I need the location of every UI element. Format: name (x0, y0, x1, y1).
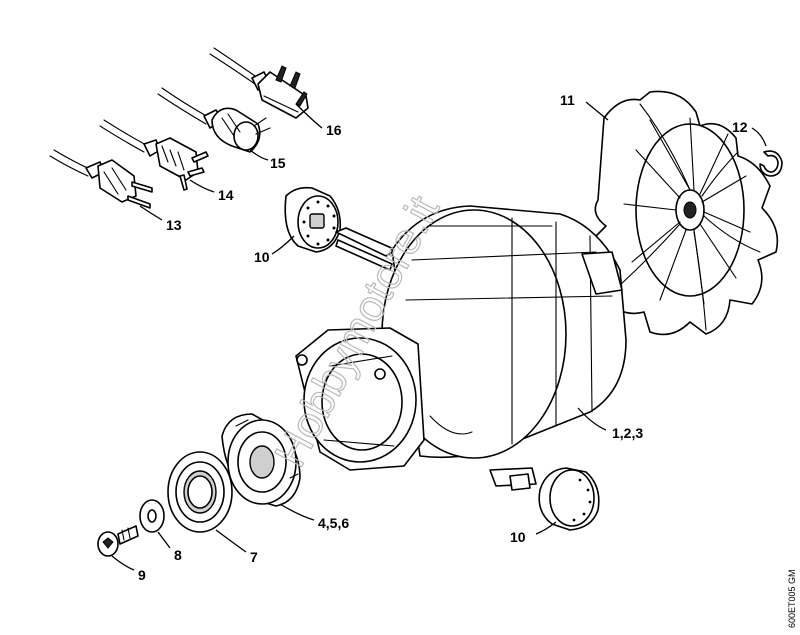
cooling-fan-11 (591, 90, 779, 336)
callout-11: 11 (560, 92, 575, 108)
callout-10-upper: 10 (254, 249, 270, 265)
callout-7: 7 (250, 549, 258, 565)
circlip-12 (759, 150, 783, 177)
bearing-7 (167, 451, 233, 533)
callout-12: 12 (732, 119, 748, 135)
callout-16: 16 (326, 122, 342, 138)
callout-4-5-6: 4,5,6 (318, 515, 349, 531)
callout-15: 15 (270, 155, 286, 171)
plug-16 (209, 47, 309, 119)
leader-lines (111, 101, 767, 571)
plug-14 (99, 119, 209, 191)
screw-9 (97, 525, 139, 557)
callout-1-2-3: 1,2,3 (612, 425, 643, 441)
end-cap-10-upper (284, 186, 342, 253)
callout-labels: 16 15 14 13 11 12 10 1,2,3 4,5,6 10 7 8 … (138, 92, 748, 583)
end-cap-10-lower (538, 467, 600, 531)
plug-13 (49, 149, 153, 209)
motor-assembly-1-2-3 (295, 205, 627, 491)
bearing-housing-4-5-6 (221, 413, 301, 507)
plug-15 (157, 87, 271, 153)
drawing-code: 600ET005 GM (787, 569, 797, 628)
callout-14: 14 (218, 187, 234, 203)
callout-10-lower: 10 (510, 529, 526, 545)
washer-8 (139, 499, 165, 533)
callout-8: 8 (174, 547, 182, 563)
callout-9: 9 (138, 567, 146, 583)
callout-13: 13 (166, 217, 182, 233)
